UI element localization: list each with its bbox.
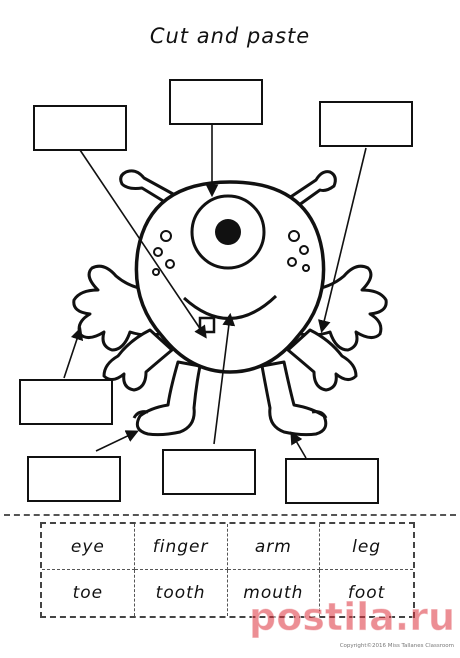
arrow-to-arm xyxy=(318,147,367,334)
answer-box-top-center[interactable] xyxy=(169,79,263,125)
monster-tooth xyxy=(198,316,216,334)
word-arm[interactable]: arm xyxy=(227,524,321,570)
arrow-to-foot xyxy=(290,431,307,459)
monster-body xyxy=(134,180,326,374)
word-eye[interactable]: eye xyxy=(42,524,135,570)
watermark-logo: postila.ru xyxy=(250,595,455,640)
answer-box-bottom-center[interactable] xyxy=(162,449,256,495)
answer-box-bottom-left[interactable] xyxy=(27,456,121,502)
svg-text:postila.ru: postila.ru xyxy=(250,595,455,639)
arrow-to-toe xyxy=(95,430,139,452)
word-bank: eye finger arm leg toe tooth mouth foot xyxy=(40,522,415,618)
arrow-to-tooth xyxy=(79,149,207,339)
word-leg[interactable]: leg xyxy=(320,524,413,570)
word-foot[interactable]: foot xyxy=(347,583,386,603)
answer-box-top-right[interactable] xyxy=(319,101,413,147)
copyright-notice: Copyright©2016 Miss Tallanes Classroom xyxy=(339,643,454,649)
scissors-cut-line xyxy=(4,514,456,516)
word-mouth[interactable]: mouth xyxy=(228,570,321,616)
answer-box-top-left[interactable] xyxy=(33,105,127,151)
worksheet-title: Cut and paste xyxy=(149,24,311,48)
answer-box-mid-left[interactable] xyxy=(19,379,113,425)
monster-antennae xyxy=(119,169,337,212)
arrow-to-mouth xyxy=(213,312,236,445)
monster-legs xyxy=(132,360,328,437)
arrow-to-finger xyxy=(63,326,84,379)
word-toe[interactable]: toe xyxy=(42,570,135,616)
word-tooth[interactable]: tooth xyxy=(135,570,228,616)
word-finger[interactable]: finger xyxy=(134,524,228,570)
monster-arms xyxy=(72,264,388,392)
answer-box-bottom-right[interactable] xyxy=(285,458,379,504)
